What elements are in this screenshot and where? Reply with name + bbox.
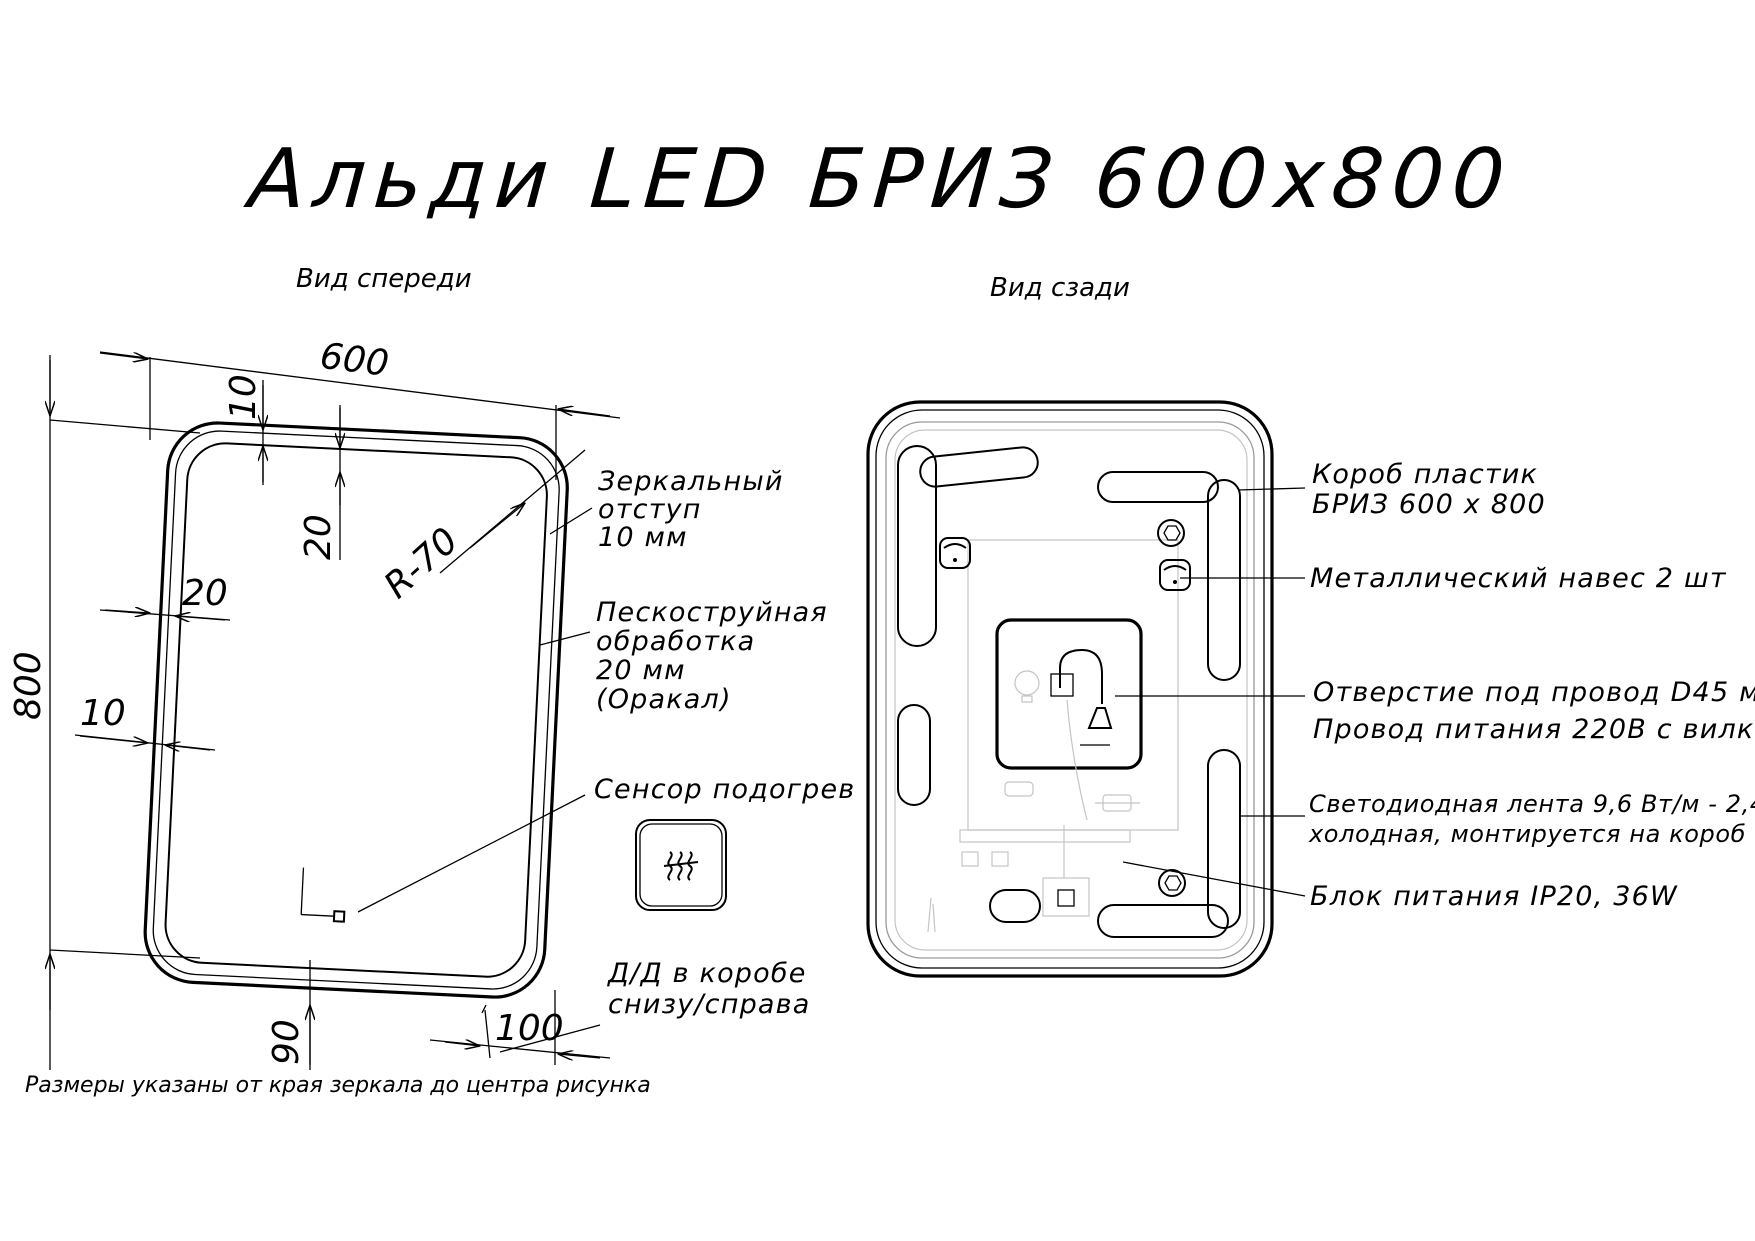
hanger-right: [1159, 559, 1191, 591]
note-mirror-step-3: 10 мм: [598, 522, 688, 553]
hex-bolt-top: [1157, 519, 1185, 547]
note-led-strip-2: холодная, монтируется на короб: [1308, 820, 1746, 848]
note-led-strip-1: Светодиодная лента 9,6 Вт/м - 2,4 м.п.: [1309, 790, 1755, 818]
rear-view-label: Вид сзади: [990, 273, 1130, 303]
note-junction-1: Д/Д в коробе: [607, 958, 807, 989]
note-power-cord: Провод питания 220В с вилкой: [1313, 714, 1755, 745]
note-sandblast-3: 20 мм: [596, 655, 686, 686]
note-box-1: Короб пластик: [1312, 459, 1538, 490]
note-sandblast-1: Пескоструйная: [596, 597, 828, 628]
note-sandblast-4: (Оракал): [596, 684, 732, 715]
footnote: Размеры указаны от края зеркала до центр…: [25, 1073, 651, 1098]
note-sandblast-2: обработка: [596, 626, 755, 657]
hanger-left: [939, 537, 971, 569]
note-box-2: БРИЗ 600 х 800: [1312, 489, 1546, 520]
wire-hole-box: [995, 618, 1143, 770]
sensor-button: [332, 910, 346, 923]
dim-bottom-100: 100: [495, 1008, 564, 1049]
note-hanger: Металлический навес 2 шт: [1310, 563, 1727, 594]
mirror-outer-edge: [143, 421, 569, 999]
dim-bottom-90: 90: [266, 1019, 307, 1065]
mirror-step-line: [152, 430, 560, 990]
note-wire-hole: Отверстие под провод D45 мм: [1313, 677, 1755, 708]
dim-top-10: 10: [223, 374, 264, 420]
front-mirror: [143, 421, 569, 999]
power-supply: [1042, 877, 1090, 917]
dim-top-20: 20: [298, 514, 339, 560]
heating-waves-icon: [635, 819, 727, 911]
dim-width-600: 600: [318, 336, 391, 385]
note-sensor: Сенсор подогрев: [594, 774, 855, 805]
dim-side-10: 10: [80, 693, 126, 734]
rear-outer-edge: [866, 400, 1274, 978]
dim-height-800: 800: [8, 651, 49, 720]
front-view-label: Вид спереди: [296, 264, 472, 294]
note-mirror-step-2: отступ: [598, 494, 702, 525]
hex-bolt-bottom: [1158, 869, 1186, 897]
sandblast-inner-edge: [164, 442, 548, 978]
rear-view: [866, 400, 1274, 978]
note-psu: Блок питания IP20, 36W: [1310, 881, 1678, 912]
drawing-title: Альди LED БРИЗ 600х800: [241, 132, 1515, 227]
front-view: 600 800 10 20 20 10 R-70 90: [8, 336, 621, 1070]
led-strip: [959, 829, 1131, 843]
dim-radius: R-70: [377, 520, 467, 607]
note-mirror-step-1: Зеркальный: [598, 466, 784, 497]
note-junction-2: снизу/справа: [608, 989, 811, 1020]
dim-side-20: 20: [182, 573, 228, 614]
